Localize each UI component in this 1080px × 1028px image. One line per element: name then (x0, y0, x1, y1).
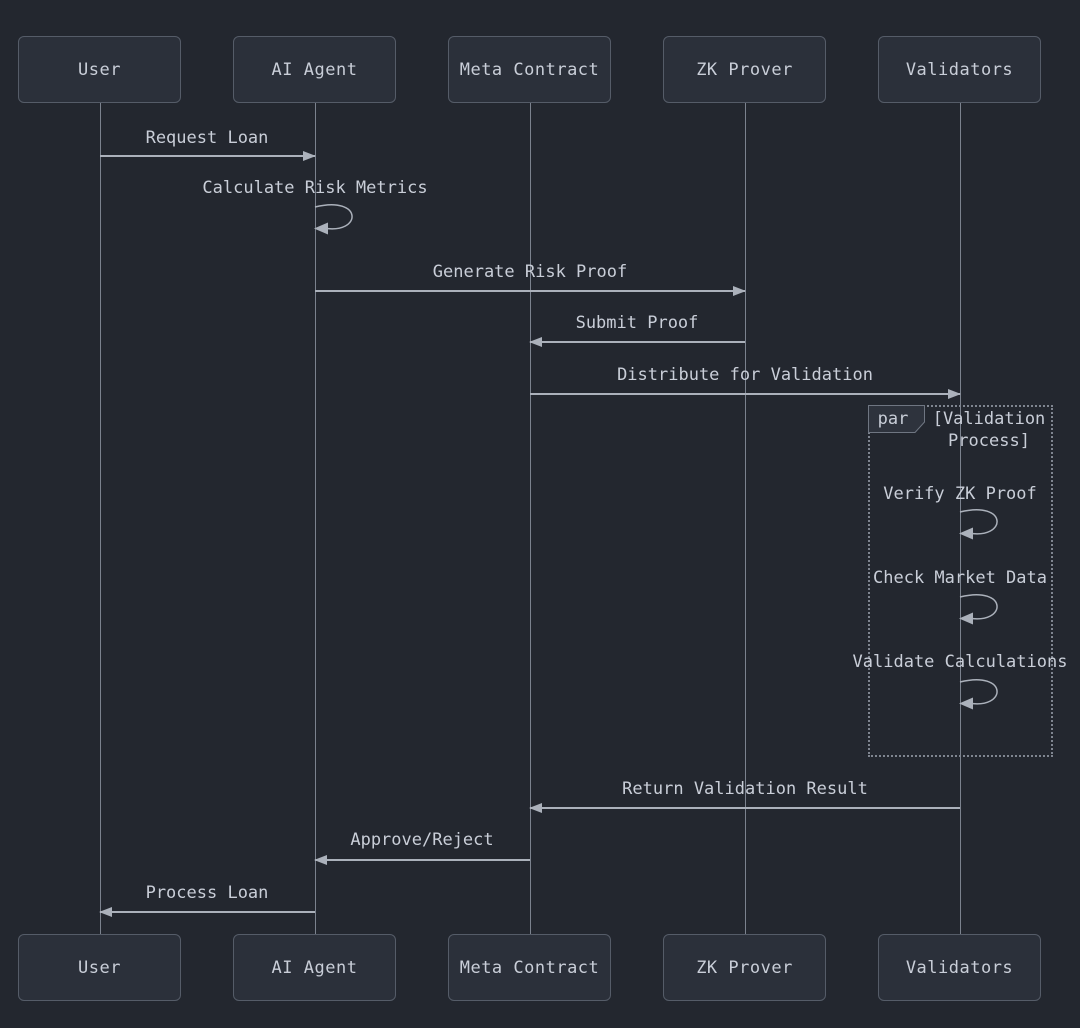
actor-top-user: User (18, 36, 181, 103)
actor-label: Meta Contract (459, 59, 600, 80)
message-label-calculate-risk-metrics: Calculate Risk Metrics (202, 178, 428, 198)
arrow-process-loan (99, 907, 315, 918)
self-loop-arrow-icon (959, 509, 998, 540)
arrow-shaft (100, 155, 315, 157)
arrow-shaft (100, 911, 315, 913)
arrowhead-left-icon (529, 803, 542, 813)
arrow-approve-reject (314, 855, 530, 866)
message-label-return-validation-result: Return Validation Result (622, 779, 868, 799)
message-label-submit-proof: Submit Proof (575, 313, 699, 333)
actor-label: User (78, 957, 121, 978)
arrow-generate-risk-proof (315, 286, 746, 297)
message-label-check-market-data: Check Market Data (873, 568, 1047, 588)
actor-bottom-validators: Validators (878, 934, 1041, 1001)
actor-label: Validators (905, 957, 1014, 978)
arrow-submit-proof (529, 337, 745, 348)
lifeline-validators (959, 103, 961, 934)
actor-label: AI Agent (271, 59, 358, 80)
lifeline-meta-contract (529, 103, 531, 934)
actor-label: ZK Prover (696, 59, 793, 80)
arrow-shaft (315, 290, 745, 292)
actor-label: Meta Contract (459, 957, 600, 978)
arrow-shaft (530, 393, 960, 395)
arrow-return-validation-result (529, 803, 960, 814)
lifeline-ai-agent (314, 103, 316, 934)
par-keyword: par (877, 408, 909, 429)
arrow-distribute-for-validation (530, 389, 961, 400)
arrowhead-left-icon (314, 855, 327, 865)
message-label-approve-reject: Approve/Reject (350, 830, 494, 850)
message-label-distribute-for-validation: Distribute for Validation (617, 365, 873, 385)
message-label-request-loan: Request Loan (145, 128, 269, 148)
par-tag-shape (868, 405, 925, 433)
message-label-process-loan: Process Loan (145, 883, 269, 903)
actor-bottom-meta-contract: Meta Contract (448, 934, 611, 1001)
message-label-generate-risk-proof: Generate Risk Proof (432, 262, 628, 282)
actor-top-zk-prover: ZK Prover (663, 36, 826, 103)
actor-top-validators: Validators (878, 36, 1041, 103)
arrowhead-right-icon (303, 151, 316, 161)
message-label-validate-calculations: Validate Calculations (852, 652, 1068, 672)
arrow-shaft (530, 341, 745, 343)
par-condition-label: [Validation Process] (932, 409, 1046, 451)
actor-top-ai-agent: AI Agent (233, 36, 396, 103)
arrowhead-left-icon (529, 337, 542, 347)
arrowhead-left-icon (99, 907, 112, 917)
actor-label: AI Agent (271, 957, 358, 978)
arrow-shaft (530, 807, 960, 809)
lifeline-user (99, 103, 101, 934)
actor-bottom-ai-agent: AI Agent (233, 934, 396, 1001)
self-loop-arrow-icon (314, 204, 353, 235)
actor-label: ZK Prover (696, 957, 793, 978)
actor-top-meta-contract: Meta Contract (448, 36, 611, 103)
arrow-shaft (315, 859, 530, 861)
par-block: par [Validation Process] (868, 405, 1053, 757)
self-loop-arrow-icon (959, 594, 998, 625)
actor-bottom-user: User (18, 934, 181, 1001)
arrowhead-right-icon (948, 389, 961, 399)
lifeline-zk-prover (744, 103, 746, 934)
actor-label: Validators (905, 59, 1014, 80)
actor-label: User (78, 59, 121, 80)
arrowhead-right-icon (733, 286, 746, 296)
self-loop-arrow-icon (959, 679, 998, 710)
arrow-request-loan (100, 151, 316, 162)
actor-bottom-zk-prover: ZK Prover (663, 934, 826, 1001)
message-label-verify-zk-proof: Verify ZK Proof (883, 484, 1037, 504)
